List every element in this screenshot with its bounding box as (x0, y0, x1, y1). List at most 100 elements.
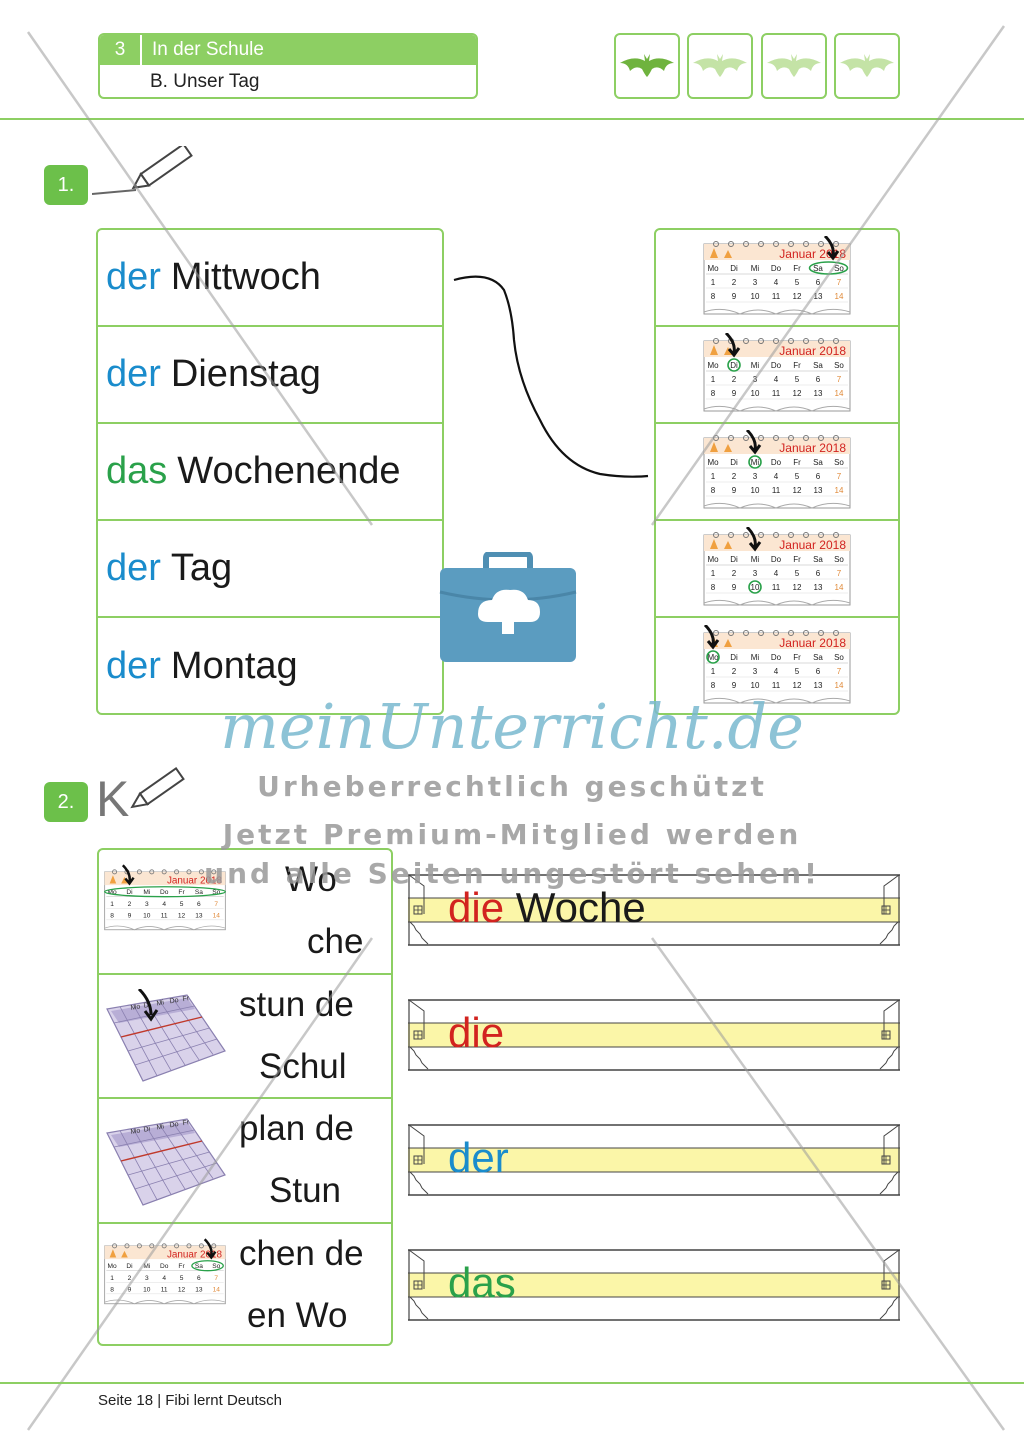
writing-line-grid (408, 1249, 900, 1321)
calendar-title: Januar 2018 (167, 1249, 223, 1260)
syllable-text: plan de (239, 1109, 354, 1148)
calendar-date: 4 (774, 667, 779, 676)
timetable-day-label: Mo (130, 1003, 141, 1012)
calendar-date: 12 (793, 486, 802, 495)
calendar-day-label: Sa (195, 889, 203, 896)
calendar-date: 5 (795, 667, 800, 676)
calendar-date: 5 (795, 278, 800, 287)
calendar-date: 9 (732, 292, 737, 301)
calendar-title: Januar 2018 (167, 875, 223, 886)
calendar-date: 8 (711, 486, 716, 495)
calendar-day-label: So (834, 653, 844, 662)
page-footer: Seite 18 | Fibi lernt Deutsch (98, 1392, 282, 1409)
writing-line-grid (408, 874, 900, 946)
bat-icon (840, 54, 894, 77)
article: das (106, 450, 168, 492)
calendar-date: 5 (795, 375, 800, 384)
calendar-day-label: So (834, 555, 844, 564)
calendar-date: 6 (197, 1274, 201, 1281)
noun: Tag (170, 547, 233, 589)
arrow-icon (823, 235, 840, 260)
timetable-day-label: Mi (156, 1123, 165, 1131)
word-row: der Montag (98, 618, 442, 713)
calendar-date: 9 (128, 1286, 132, 1293)
calendar-date: 8 (711, 389, 716, 398)
calendar-date: 8 (110, 912, 114, 919)
calendar-date: 13 (814, 292, 823, 301)
calendar-date: 13 (814, 389, 823, 398)
calendar-date: 13 (195, 912, 203, 919)
calendar-day-label: Fr (793, 653, 801, 662)
arrow-icon (703, 624, 720, 649)
calendar-day-label: Sa (813, 361, 823, 370)
calendar-day-label: Mo (707, 264, 719, 273)
noun: Wochenende (177, 450, 401, 492)
calendar-day-label: Mo (707, 653, 719, 662)
calendar-date: 3 (753, 667, 758, 676)
calendar-date: 14 (213, 912, 221, 919)
timetable-day-label: Fr (182, 995, 190, 1003)
calendar-date: 9 (732, 583, 737, 592)
calendar-date: 5 (180, 1274, 184, 1281)
task-2-letter: K (96, 771, 130, 827)
calendar-date: 14 (835, 583, 844, 592)
section-title: B. Unser Tag (150, 71, 260, 92)
pencil-icon (92, 146, 193, 195)
word-row: das Wochenende (98, 424, 442, 521)
pencil-icon (130, 766, 185, 809)
calendar-date: 8 (110, 1286, 114, 1293)
calendar-date: 6 (816, 569, 821, 578)
calendar-date: 12 (178, 912, 186, 919)
calendar-date: 7 (214, 901, 218, 908)
calendar-date: 11 (772, 389, 781, 398)
answer-text: das (448, 1259, 516, 1307)
calendar-day-label: So (834, 458, 844, 467)
calendar-date: 5 (795, 472, 800, 481)
calendar-day-label: So (212, 889, 220, 896)
calendar-day-label: Sa (813, 264, 823, 273)
calendar-date: 14 (213, 1286, 221, 1293)
syllable-text: Wo (285, 860, 337, 899)
calendar-date: 6 (816, 375, 821, 384)
calendar-date: 8 (711, 583, 716, 592)
calendar-date: 2 (732, 472, 737, 481)
calendar-date: 6 (197, 901, 201, 908)
calendar-day-label: Do (771, 264, 782, 273)
calendar-date: 10 (751, 486, 760, 495)
syllable-text: chen de (239, 1233, 364, 1273)
writing-line[interactable]: das (408, 1249, 900, 1321)
calendar-date: 10 (751, 389, 760, 398)
calendar-date: 1 (711, 472, 716, 481)
answer-text: die Woche (448, 884, 646, 932)
word-row: der Dienstag (98, 327, 442, 424)
timetable-day-label: Fr (182, 1119, 190, 1127)
calendar-date: 4 (162, 1274, 166, 1281)
footer-divider (0, 1382, 1024, 1384)
calendar-date: 2 (128, 901, 132, 908)
noun: Dienstag (170, 353, 321, 395)
calendar-day-label: Sa (813, 555, 823, 564)
calendar-date: 5 (180, 901, 184, 908)
writing-line[interactable]: die Woche (408, 874, 900, 946)
writing-line[interactable]: die (408, 999, 900, 1071)
article: der (106, 645, 161, 687)
calendar-day-label: Mi (751, 458, 760, 467)
calendar-day-label: Fr (178, 889, 185, 896)
calendar-day-label: So (212, 1263, 220, 1270)
arrow-icon (137, 988, 159, 1022)
bat-icon (693, 54, 747, 77)
calendar-date: 14 (835, 681, 844, 690)
timetable-day-label: Di (143, 1126, 151, 1134)
calendar-date: 3 (145, 901, 149, 908)
calendar-date: 10 (143, 1286, 151, 1293)
calendar-date: 1 (711, 375, 716, 384)
calendar-day-label: Do (771, 555, 782, 564)
